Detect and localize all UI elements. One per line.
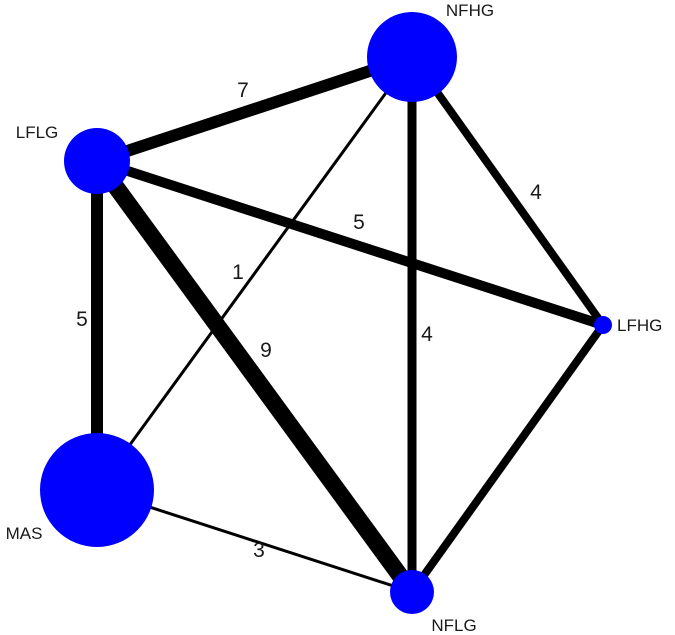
edge-label-lflg-lfhg: 5 [353,211,365,234]
edge-lflg-nflg [90,155,419,598]
node-lfhg [594,316,612,334]
node-label-lflg: LFLG [16,123,59,142]
edge-label-layer: 7 1 4 4 5 5 9 3 [76,79,542,562]
node-mas [40,433,154,547]
node-nfhg [367,12,457,102]
edge-label-nfhg-lfhg: 4 [530,181,542,204]
edge-lflg-nfhg [95,51,414,167]
node-lflg [64,128,130,194]
node-nflg [390,570,434,614]
edge-label-lflg-nflg: 9 [260,339,272,362]
node-layer [40,12,612,614]
edge-label-lflg-mas: 5 [76,308,88,331]
edge-lflg-lfhg [95,156,605,330]
edge-label-nfhg-nflg: 4 [421,323,433,346]
edge-lfhg-nflg [408,322,607,595]
edge-label-lflg-nfhg: 7 [237,79,249,102]
edge-label-mas-nflg: 3 [253,539,265,562]
edge-label-nfhg-mas: 1 [232,261,244,284]
edge-nfhg-mas [95,56,414,491]
edge-nfhg-lfhg [408,54,607,328]
node-label-nflg: NFLG [431,616,476,635]
node-label-lfhg: LFHG [617,316,662,335]
node-label-mas: MAS [6,524,43,543]
node-label-nfhg: NFHG [446,1,494,20]
node-label-layer: NFHG LFLG LFHG MAS NFLG [6,1,663,635]
